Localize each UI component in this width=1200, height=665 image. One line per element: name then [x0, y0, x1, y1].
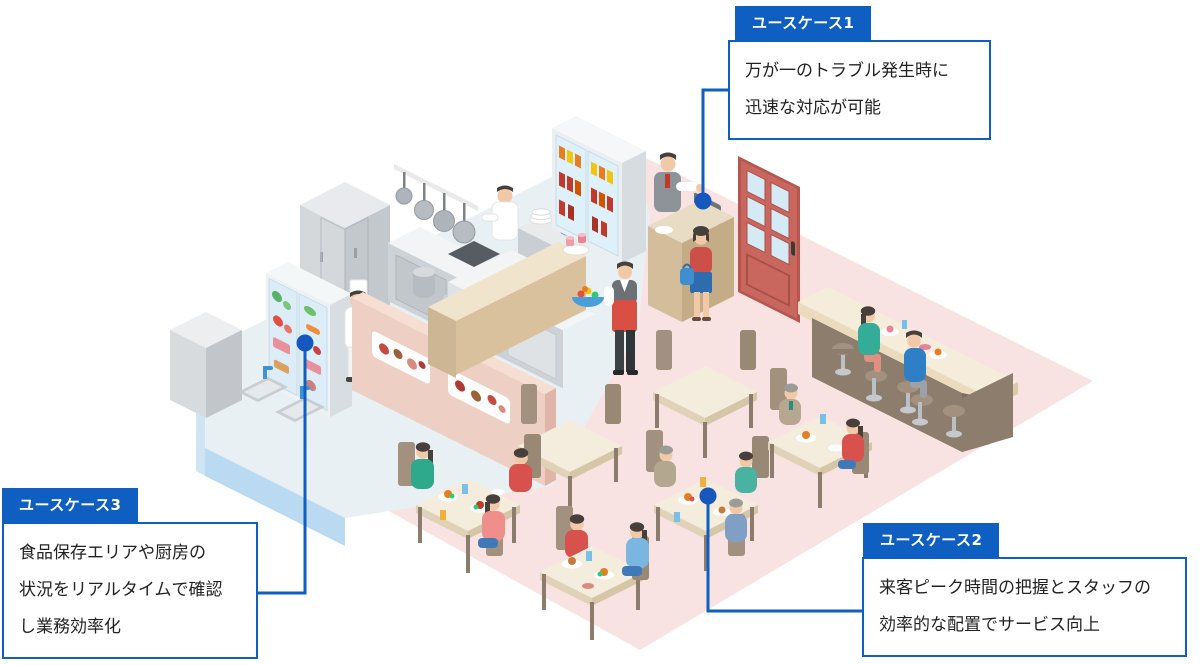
dining-table-group: [540, 506, 649, 640]
usecase-1-text-line-1: 万が一のトラブル発生時に: [745, 61, 949, 81]
usecase-3-label: ユースケース3: [2, 488, 139, 522]
connector-line: [701, 88, 728, 198]
cashier-staff: [654, 152, 704, 212]
waiter: [604, 261, 638, 375]
usecase-1-label: ユースケース1: [735, 6, 872, 40]
connector-dot: [296, 334, 314, 352]
connector-dot: [699, 487, 717, 505]
bar-diner: [858, 306, 887, 402]
dining-table-group: [646, 430, 769, 571]
hanging-pans: [394, 164, 478, 244]
usecase-1-text-line-2: 迅速な対応が可能: [745, 98, 881, 118]
connector-line: [258, 343, 307, 595]
connector-dot: [694, 192, 712, 210]
dining-table-empty: [653, 330, 757, 458]
chef-cooking: [481, 175, 519, 241]
connector-line: [706, 497, 862, 613]
dining-table-empty: [518, 384, 622, 512]
usecase-3-box: 食品保存エリアや厨房の 状況をリアルタイムで確認 し業務効率化: [2, 522, 258, 659]
dining-table-group: [768, 368, 872, 508]
bar-stool: [943, 405, 965, 438]
service-counter: [428, 233, 604, 378]
customer: [680, 226, 712, 321]
dining-table-group: [398, 434, 541, 573]
drink-fridge: [552, 116, 646, 263]
usecase-1-box: 万が一のトラブル発生時に 迅速な対応が可能: [728, 40, 991, 140]
bar-stool: [832, 343, 854, 376]
bar-diner: [904, 330, 933, 426]
usecase-3-text-line-1: 食品保存エリアや厨房の: [19, 543, 206, 563]
diner: [838, 418, 869, 474]
usecase-1-callout: ユースケース1 万が一のトラブル発生時に 迅速な対応が可能: [728, 6, 991, 140]
entrance-door: [738, 156, 800, 323]
diner: [725, 498, 747, 556]
usecase-2-text-line-1: 来客ピーク時間の把握とスタッフの: [879, 578, 1151, 598]
usecase-3-callout: ユースケース3 食品保存エリアや厨房の 状況をリアルタイムで確認 し業務効率化: [2, 488, 258, 659]
usecase-3-text-line-3: し業務効率化: [19, 617, 121, 637]
usecase-2-callout: ユースケース2 来客ピーク時間の把握とスタッフの 効率的な配置でサービス向上: [862, 523, 1187, 657]
usecase-2-box: 来客ピーク時間の把握とスタッフの 効率的な配置でサービス向上: [862, 557, 1187, 657]
diner: [478, 494, 505, 556]
diner: [622, 522, 649, 580]
usecase-3-text-line-2: 状況をリアルタイムで確認: [19, 580, 223, 600]
usecase-2-label: ユースケース2: [863, 523, 1000, 557]
sink-area: [238, 366, 325, 422]
kitchen-floor-edge: [205, 448, 345, 546]
usecase-2-text-line-2: 効率的な配置でサービス向上: [879, 615, 1100, 635]
kitchen-column: [170, 312, 242, 418]
connector-lines: [258, 88, 862, 613]
